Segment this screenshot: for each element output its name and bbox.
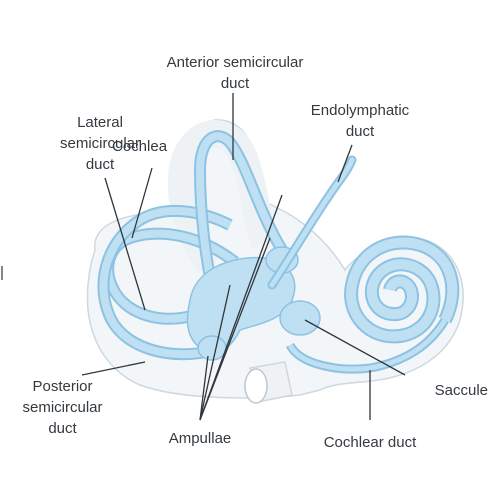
cochlear-duct-base-inner — [287, 318, 448, 372]
leader-ampullae-4 — [199, 194, 283, 421]
label-posterior-line2: semicircular — [22, 399, 103, 416]
label-anterior-line1: Anterior semicircular — [166, 54, 304, 71]
oval-window — [244, 361, 293, 404]
endolymphatic-duct-inner — [269, 157, 355, 288]
leader-ampullae-1 — [199, 355, 209, 421]
anterior-duct-inner — [195, 132, 286, 301]
label-endolymphatic-line1: Endolymphatic — [310, 102, 410, 119]
posterior-duct-inner — [99, 206, 232, 359]
label-posterior-line3: duct — [48, 420, 77, 437]
cochlea-spiral — [344, 235, 460, 344]
label-posterior-line1: Posterior — [32, 378, 93, 395]
saccule-body — [279, 300, 321, 336]
label-endolymphatic-duct: Endolymphatic duct — [290, 100, 430, 142]
ampulla-posterior — [197, 335, 227, 361]
label-lateral-line2: semicircular — [59, 135, 140, 152]
cochlea-spiral-inner — [346, 237, 458, 342]
leader-cochlea — [131, 167, 153, 239]
label-cochlear-duct: Cochlear duct — [323, 434, 417, 451]
leader-lines — [81, 93, 406, 421]
leader-lateral — [104, 177, 146, 311]
label-lateral-line3: duct — [85, 156, 115, 173]
label-saccule: Saccule — [434, 382, 488, 399]
label-anterior-line2: duct — [220, 75, 250, 92]
leader-endolymphatic — [337, 144, 353, 183]
label-lateral-semicircular-duct: Lateral semicircular duct — [45, 112, 155, 175]
membranous-labyrinth — [97, 130, 460, 374]
leader-ampullae-2 — [199, 284, 231, 421]
label-lateral-line1: Lateral — [77, 114, 123, 131]
label-anterior-semicircular-duct: Anterior semicircular duct — [140, 52, 330, 94]
leader-posterior — [81, 361, 146, 376]
label-cochlea: Cochlea — [112, 138, 168, 155]
label-endolymphatic-line2: duct — [345, 123, 375, 140]
label-ampullae: Ampullae — [168, 430, 232, 447]
label-posterior-semicircular-duct: Posterior semicircular duct — [5, 376, 120, 439]
leader-saccule — [304, 319, 406, 376]
